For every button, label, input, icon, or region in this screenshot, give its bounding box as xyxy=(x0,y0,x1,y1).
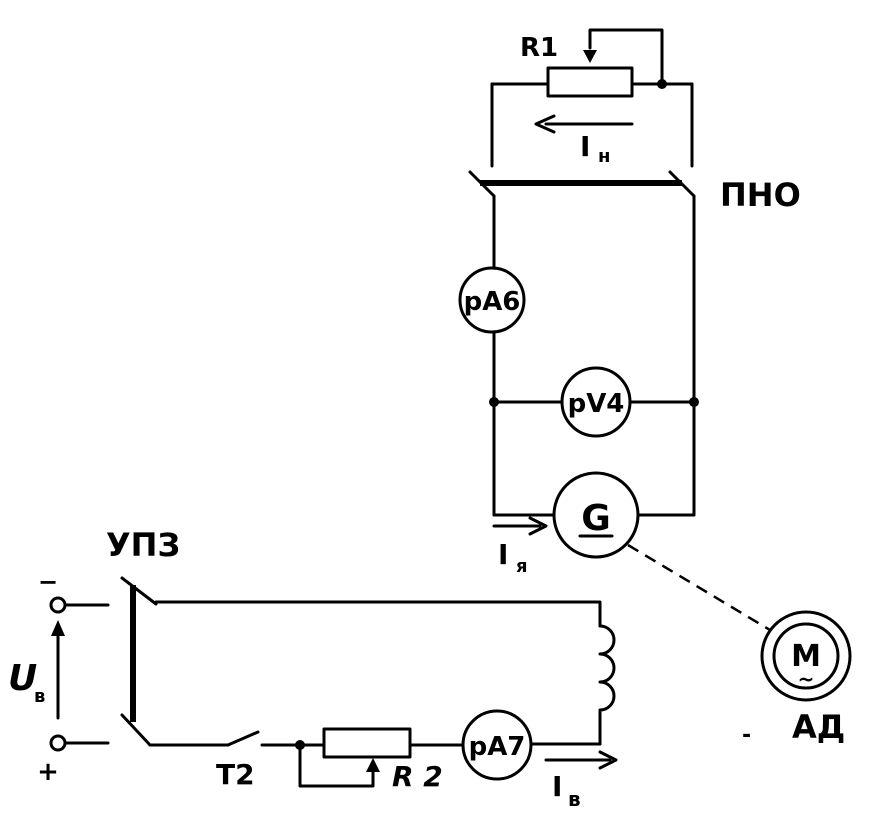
r1-slider-wire xyxy=(588,28,664,84)
r2-slider-arrow xyxy=(366,758,380,772)
label-in-subscript: н xyxy=(598,146,610,167)
r2-slider-wire xyxy=(298,743,375,788)
field-winding-coil xyxy=(598,624,616,746)
field-top-wire xyxy=(154,600,602,628)
terminal-plus[interactable] xyxy=(49,734,67,752)
label-t2: T2 xyxy=(216,758,255,791)
label-pa7: pA7 xyxy=(469,732,526,762)
r1-slider-arrow xyxy=(583,50,597,63)
t2-contact xyxy=(226,730,260,747)
junction-dot xyxy=(489,397,499,407)
label-pa6: pA6 xyxy=(464,287,521,317)
label-motor-tilde: ~ xyxy=(798,667,815,691)
label-minus: − xyxy=(38,568,58,596)
label-upz: УПЗ xyxy=(106,526,180,564)
label-generator: G xyxy=(581,498,611,539)
label-pv4: pV4 xyxy=(568,389,625,419)
junction-dot xyxy=(657,79,667,89)
motor-ad xyxy=(760,610,852,702)
label-iv: I xyxy=(552,770,562,803)
label-plus: + xyxy=(37,757,59,787)
label-iv-subscript: в xyxy=(568,787,581,811)
label-iya-subscript: я xyxy=(516,556,528,577)
label-r1: R1 xyxy=(520,33,558,63)
label-iya: I xyxy=(498,538,508,571)
label-in: I xyxy=(580,130,590,163)
ammeter-pa6 xyxy=(458,266,526,334)
label-motor: M xyxy=(791,639,821,674)
upz-switch-blade-top xyxy=(120,576,158,606)
terminal-minus[interactable] xyxy=(49,596,67,614)
resistor-r2 xyxy=(322,727,412,759)
label-r2: R 2 xyxy=(392,760,443,793)
stray-dash: - xyxy=(742,723,751,748)
upper-circuit xyxy=(458,28,699,559)
label-uv: U xyxy=(8,658,37,699)
upz-switch-blade-bottom xyxy=(120,713,152,747)
lower-circuit xyxy=(49,576,618,788)
junction-dot xyxy=(689,397,699,407)
resistor-r1 xyxy=(546,66,634,98)
label-pno: ПНО xyxy=(720,176,801,214)
label-ad: АД xyxy=(792,708,845,746)
label-uv-subscript: в xyxy=(34,686,45,707)
mechanical-coupling-line xyxy=(627,543,771,632)
motor-inner-circle xyxy=(772,622,840,690)
